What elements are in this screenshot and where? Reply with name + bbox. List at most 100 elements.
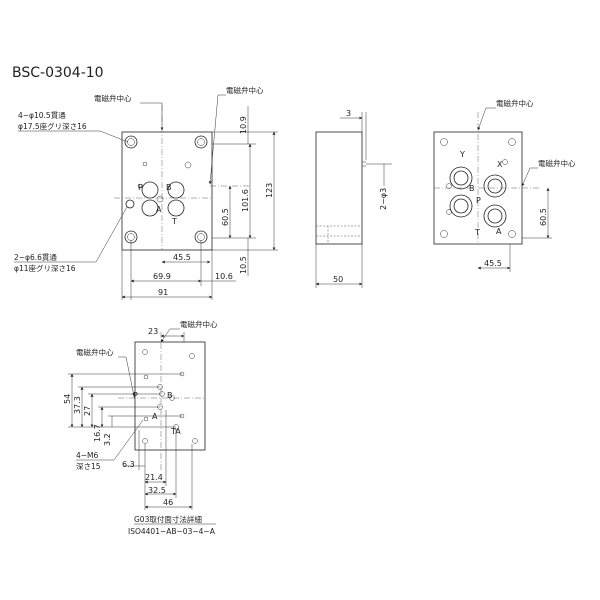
leader-g03-top [160, 328, 180, 343]
note-holes-bottom-1: 2−φ6.6貫通 [14, 252, 57, 262]
g03-solenoid-top-label: 電磁弁中心 [180, 319, 218, 329]
dim-g03-v2: 37.3 [73, 396, 82, 414]
port-view-small-2 [446, 209, 452, 215]
dim-hole: 2−φ3 [379, 188, 388, 210]
leader-solenoid-left [140, 102, 164, 131]
solenoid-center-left-label: 電磁弁中心 [94, 93, 132, 103]
port-view-small-3 [502, 159, 508, 165]
port-view: Y X B P A T 電磁弁中心 電磁弁中心 60.5 45.5 [433, 98, 576, 272]
dim-g03-top: 23 [148, 327, 158, 336]
dim-bottom: 10.5 [239, 256, 248, 274]
g03-label-b: B [167, 391, 173, 400]
port-view-solenoid-right-label: 電磁弁中心 [538, 158, 576, 168]
small-hole-left [125, 199, 135, 209]
leader-port-view-top [477, 107, 496, 131]
corner-hole-tr-inner [197, 138, 205, 146]
port-label-t: T [171, 217, 177, 226]
g03-screw-1 [143, 374, 149, 380]
model-code: BSC-0304-10 [12, 65, 104, 81]
g03-plate-outline [134, 341, 206, 451]
dim-overall-width: 91 [158, 288, 168, 297]
port-label-a: A [156, 205, 162, 214]
dim-g03-h3: 32.5 [148, 486, 166, 495]
port-p-circle [141, 181, 159, 199]
g03-corner-bl [142, 438, 148, 444]
dim-depth: 50 [333, 275, 343, 284]
small-port-circle [137, 183, 143, 189]
port-view-p-outer [449, 194, 473, 218]
dim-g03-v1: 54 [63, 394, 72, 404]
side-plate-outline [315, 131, 363, 245]
port-view-b-inner [487, 178, 503, 194]
corner-hole-bl-inner [127, 233, 135, 241]
dim-mid-height: 101.6 [241, 189, 250, 212]
port-view-label-y: Y [459, 150, 465, 159]
port-view-label-p: P [476, 196, 481, 205]
corner-hole-br-inner [197, 233, 205, 241]
corner-hole-tl-inner [127, 138, 135, 146]
dim-right-edge: 10.6 [215, 272, 233, 281]
port-view-label-a: A [496, 227, 502, 236]
port-view-solenoid-top-label: 電磁弁中心 [496, 98, 534, 108]
port-view-hole-tl [440, 138, 448, 146]
dim-g03-h4: 46 [163, 498, 173, 507]
g03-corner-tl [142, 349, 148, 355]
dim-hole-pitch: 69.9 [153, 272, 171, 281]
port-t-circle [167, 199, 185, 217]
port-b-circle [167, 181, 185, 199]
note-holes-top-2: φ17.5座グリ深さ16 [18, 121, 87, 131]
dim-g03-v5: 3.2 [103, 433, 112, 446]
port-view-small-1 [446, 183, 452, 189]
port-view-label-x: X [497, 160, 503, 169]
g03-thread-note-1: 4−M6 [76, 451, 99, 460]
g03-label-a: A [152, 412, 158, 421]
side-view: 3 2−φ3 50 [315, 109, 392, 288]
g03-label-ta: TA [170, 427, 181, 436]
small-hole-top [184, 161, 192, 169]
g03-corner-tr [189, 353, 195, 359]
note-holes-bottom-2: φ11座グリ深さ16 [14, 263, 76, 273]
port-view-label-b: B [469, 184, 475, 193]
port-view-hole-tr [508, 138, 516, 146]
dim-g03-v3: 27 [83, 406, 92, 416]
pin-hole [142, 161, 148, 167]
dim-g03-h1: 6.3 [122, 460, 135, 469]
g03-view: P B A TA 電磁弁中心 電磁弁中心 23 54 37.3 27 16.7 … [63, 319, 218, 536]
dim-offset: 3 [346, 109, 351, 118]
port-view-y-outer [449, 166, 473, 190]
port-view-a-inner [487, 208, 503, 224]
dim-port-height: 60.5 [221, 208, 230, 226]
g03-thread-note-2: 深さ15 [76, 462, 101, 471]
dim-g03-v4: 16.7 [93, 424, 102, 442]
port-view-hole-br [508, 230, 516, 238]
port-a-circle [141, 199, 159, 217]
dim-port-view-height: 60.5 [539, 208, 548, 226]
front-view: P B A T 4−φ10.5貫通 φ17.5座グリ深さ16 2−φ6.6貫通 … [14, 85, 278, 300]
g03-screw-3 [143, 416, 149, 422]
port-center-circle [156, 195, 164, 203]
dim-g03-h2: 21.4 [145, 473, 163, 482]
g03-solenoid-left-label: 電磁弁中心 [76, 347, 114, 357]
leader-port-view-right [521, 167, 538, 187]
port-view-p-inner [453, 198, 469, 214]
solenoid-center-right-label: 電磁弁中心 [226, 85, 264, 95]
port-view-hole-bl [440, 230, 448, 238]
port-view-a-outer [483, 204, 507, 228]
g03-caption-standard: ISO4401−AB−03−4−A [128, 527, 216, 536]
g03-caption-title: G03取付面寸法詳細 [134, 514, 202, 524]
port-view-label-t: T [474, 228, 480, 237]
g03-label-p: P [133, 391, 138, 400]
note-holes-top-1: 4−φ10.5貫通 [18, 110, 66, 120]
leader-solenoid-right [208, 94, 226, 185]
dim-top: 10.9 [239, 116, 248, 134]
port-view-y-inner [453, 170, 469, 186]
front-plate-outline [121, 131, 213, 251]
g03-corner-br [192, 438, 198, 444]
dim-port-width: 45.5 [173, 253, 191, 262]
leader-g03-left [118, 356, 135, 397]
corner-hole-tr [194, 135, 208, 149]
leader-holes-top [18, 130, 129, 143]
corner-hole-tl [124, 135, 138, 149]
dim-port-view-width: 45.5 [484, 259, 502, 268]
